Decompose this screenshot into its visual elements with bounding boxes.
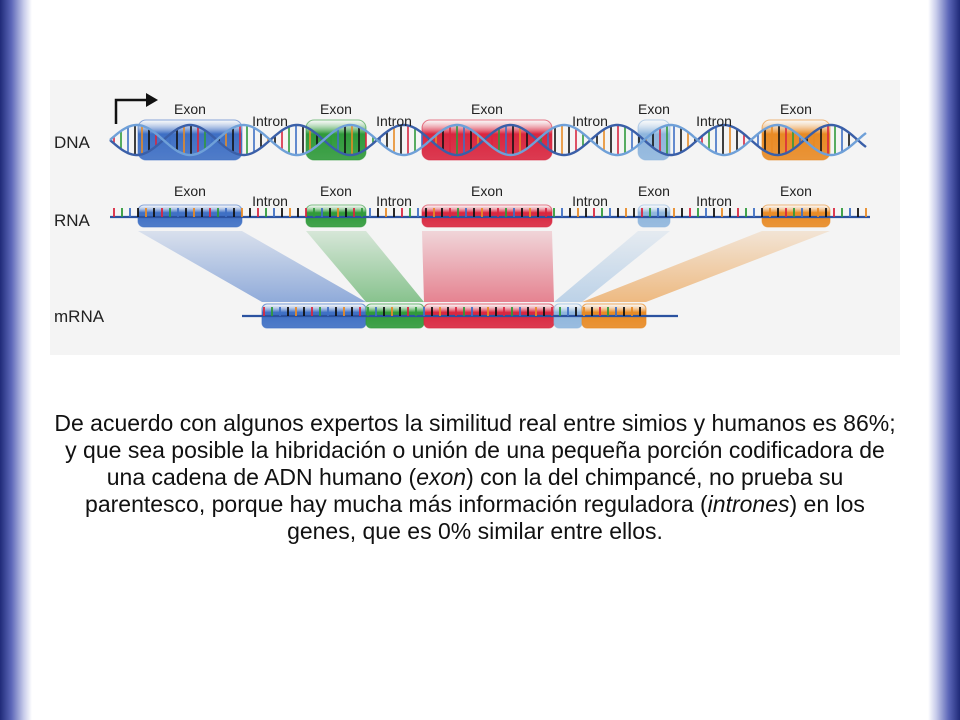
right-border-gradient <box>928 0 960 720</box>
splice-fans <box>138 231 830 302</box>
splice-fan <box>138 231 366 302</box>
splice-fan <box>554 231 670 302</box>
intron-label: Intron <box>696 193 732 209</box>
intron-label: Intron <box>696 113 732 129</box>
dna-exon-block <box>137 119 243 161</box>
exon-label: Exon <box>320 101 352 117</box>
splice-fan <box>422 231 554 302</box>
exon-label: Exon <box>780 101 812 117</box>
arrow-head-icon <box>146 93 158 107</box>
dna-row <box>109 119 867 161</box>
intron-label: Intron <box>572 193 608 209</box>
segment-labels: ExonExonExonExonExonExonExonExonExonExon… <box>174 101 812 209</box>
caption-paragraph: De acuerdo con algunos expertos la simil… <box>50 410 900 545</box>
intron-label: Intron <box>572 113 608 129</box>
caption-introns-word: intrones <box>707 491 790 517</box>
exon-label: Exon <box>174 183 206 199</box>
intron-label: Intron <box>376 113 412 129</box>
left-border-gradient <box>0 0 32 720</box>
exon-label: Exon <box>780 183 812 199</box>
exon-label: Exon <box>471 101 503 117</box>
exon-label: Exon <box>638 101 670 117</box>
mrna-row-label: mRNA <box>54 307 105 326</box>
dna-strand-b <box>109 123 867 157</box>
exon-label: Exon <box>638 183 670 199</box>
rna-row <box>110 204 870 228</box>
splicing-svg: ExonExonExonExonExonExonExonExonExonExon… <box>54 93 870 329</box>
transcription-start-arrow-icon <box>114 98 150 124</box>
splice-fan <box>582 231 830 302</box>
dna-row-label: DNA <box>54 133 91 152</box>
intron-label: Intron <box>252 113 288 129</box>
exon-label: Exon <box>471 183 503 199</box>
caption-text-2: ) con la del chimpancé, no prueba su par… <box>85 464 844 517</box>
rna-row-label: RNA <box>54 211 91 230</box>
dna-strand-a <box>109 123 867 157</box>
exon-label: Exon <box>174 101 206 117</box>
exon-label: Exon <box>320 183 352 199</box>
intron-label: Intron <box>252 193 288 209</box>
mrna-row <box>242 303 678 329</box>
caption-exon-word: exon <box>416 464 467 490</box>
dna-exon-block <box>637 119 671 161</box>
dna-exon-block <box>421 119 553 161</box>
splice-fan <box>306 231 424 302</box>
caption-text-1: De acuerdo con algunos expertos la simil… <box>54 410 896 490</box>
intron-label: Intron <box>376 193 412 209</box>
caption-text-3: ) en los genes, que es 0% similar entre … <box>287 491 865 544</box>
